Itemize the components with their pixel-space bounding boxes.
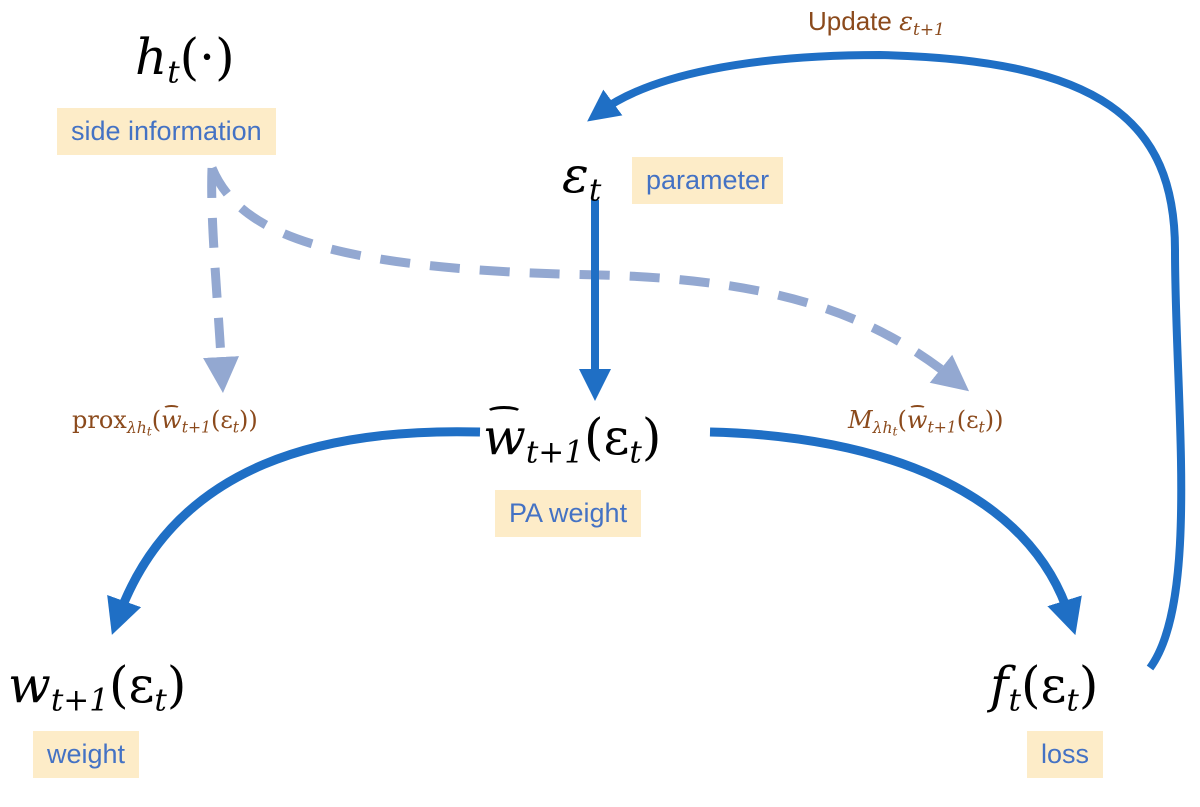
prox-label: proxλht(wt+1(εt)): [72, 405, 258, 437]
weight-tag: weight: [33, 731, 140, 778]
update-label: Update εt+1: [808, 6, 945, 38]
moreau-close: )): [984, 406, 1004, 434]
moreau-open: (: [897, 406, 907, 434]
edge-pa-weight-to-loss: [709, 427, 1082, 636]
loss-symbol: ft(εt): [990, 660, 1098, 716]
moreau-w-sub: t+1: [927, 418, 957, 437]
prox-w-sub: t+1: [181, 418, 211, 437]
update-text: Update: [808, 6, 900, 36]
param-symbol: εt: [562, 150, 601, 206]
loss-symbol-sub: t: [1008, 682, 1021, 719]
loss-symbol-arg-sub: t: [1066, 682, 1079, 719]
moreau-w: w: [906, 405, 928, 434]
loss-tag: loss: [1027, 731, 1104, 778]
side-info-symbol-arg: (·): [179, 28, 235, 86]
moreau-inner-open: (ε: [956, 406, 979, 434]
weight-symbol-arg-close: ): [166, 656, 187, 714]
prox-w: w: [161, 405, 182, 434]
pa-weight-symbol-arg-close: ): [641, 408, 662, 466]
prox-sub-main: λh: [126, 418, 147, 437]
prox-inner-open: (ε: [210, 406, 233, 434]
edge-side-info-to-moreau: [207, 166, 970, 392]
pa-weight-tag: PA weight: [495, 490, 642, 537]
moreau-sub-main: λh: [872, 418, 893, 437]
edge-side-info-to-prox: [203, 167, 240, 393]
edge-pa-weight-to-weight: [107, 427, 481, 635]
prox-close: )): [239, 406, 258, 434]
loss-symbol-arg-open: (ε: [1020, 656, 1067, 714]
weight-symbol-main: w: [8, 656, 51, 714]
pa-weight-symbol-arg-sub: t: [629, 434, 642, 471]
weight-symbol-sub: t+1: [50, 682, 109, 719]
weight-symbol-arg-sub: t: [154, 682, 167, 719]
weight-symbol: wt+1(εt): [8, 660, 186, 716]
loss-symbol-arg-close: ): [1078, 656, 1099, 714]
pa-weight-symbol-arg-open: (ε: [583, 408, 630, 466]
loss-symbol-main: f: [990, 656, 1009, 714]
param-tag: parameter: [632, 157, 784, 204]
update-symbol: ε: [899, 7, 914, 37]
side-info-symbol: ht(·): [135, 32, 235, 88]
prox-inner-sub: t: [232, 418, 240, 437]
prox-sub-sub: t: [146, 423, 152, 439]
pa-weight-symbol-main: w: [483, 406, 526, 466]
side-info-symbol-sub: t: [167, 54, 180, 91]
moreau-op: M: [848, 406, 873, 434]
moreau-inner-sub: t: [978, 418, 985, 437]
side-info-symbol-main: h: [135, 28, 168, 86]
update-sub: t+1: [913, 19, 945, 40]
prox-open: (: [151, 406, 162, 434]
prox-op: prox: [72, 406, 127, 434]
param-symbol-sub: t: [588, 172, 602, 209]
moreau-sub-sub: t: [892, 423, 898, 439]
weight-symbol-arg-open: (ε: [108, 656, 155, 714]
moreau-label: Mλht(wt+1(εt)): [848, 405, 1004, 437]
edge-loss-update-param: [587, 50, 1186, 671]
param-symbol-main: ε: [562, 146, 589, 204]
side-info-tag: side information: [57, 108, 276, 155]
pa-weight-symbol-sub: t+1: [525, 434, 584, 471]
pa-weight-symbol: wt+1(εt): [483, 406, 661, 468]
